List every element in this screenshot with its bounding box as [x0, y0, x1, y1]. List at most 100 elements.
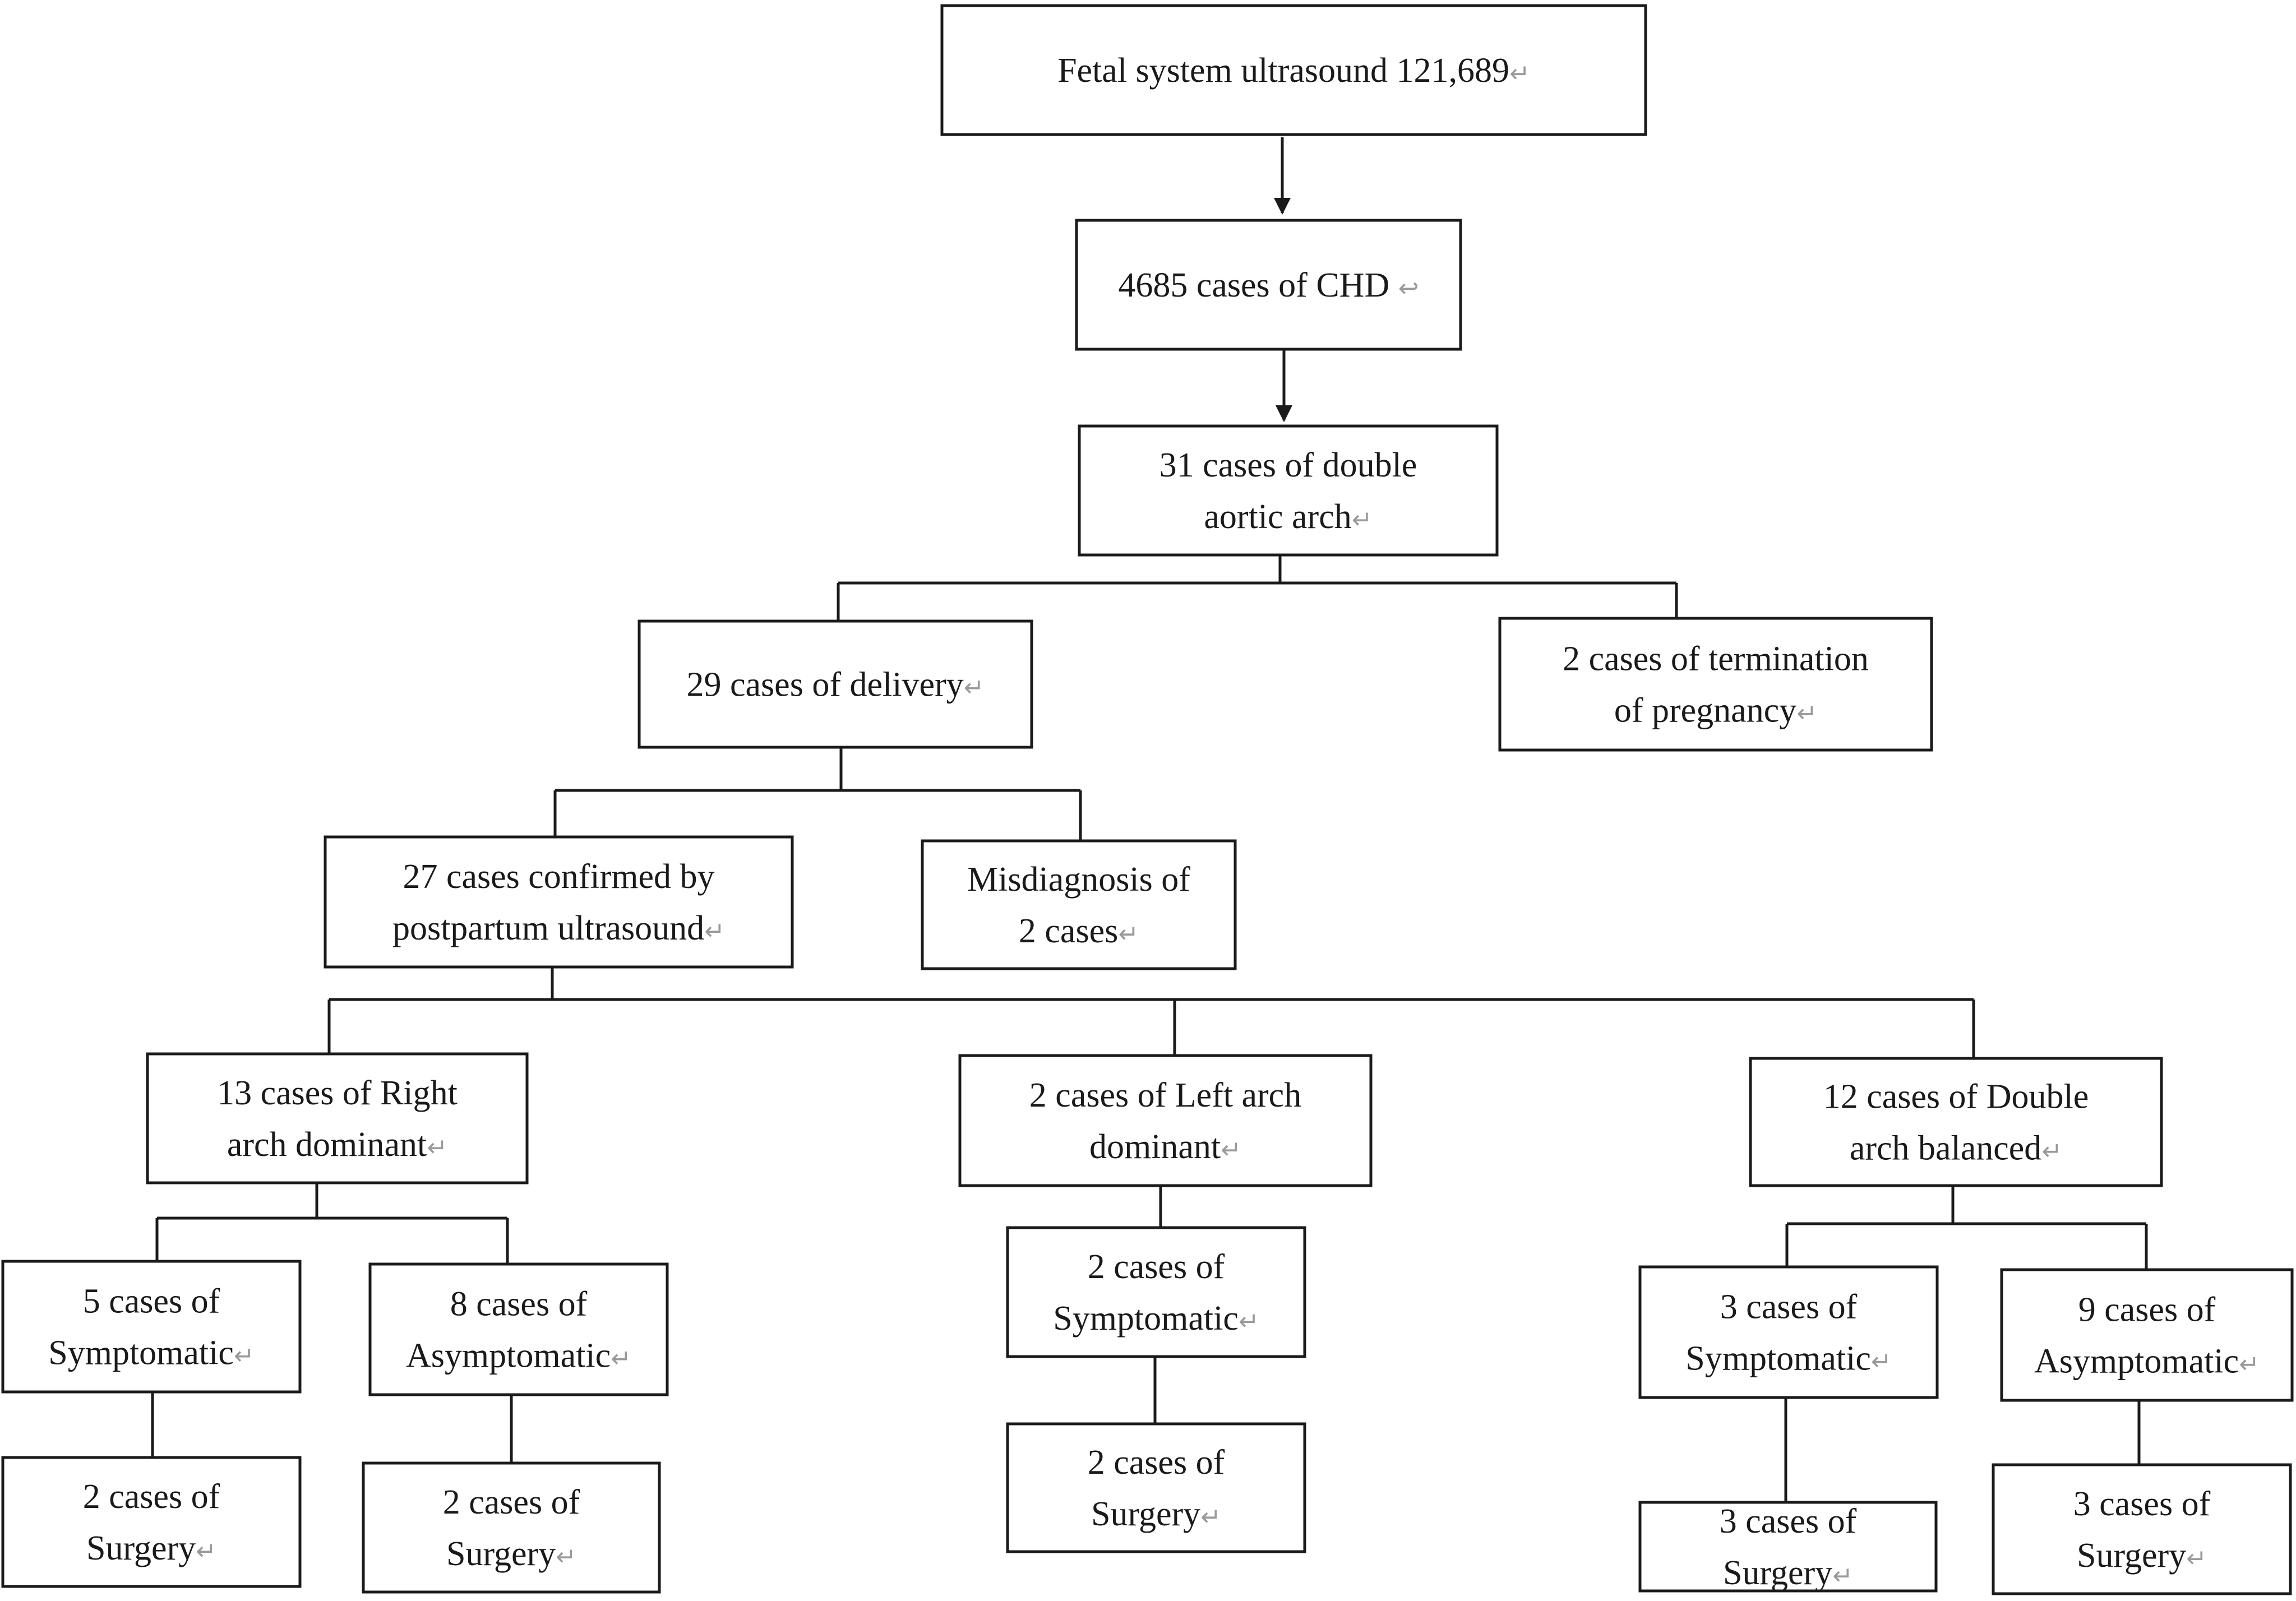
- paragraph-mark-icon: ↵: [2239, 1350, 2260, 1379]
- node-label-line: 3 cases of: [1720, 1502, 1857, 1540]
- node-label-line: Symptomatic↵: [48, 1334, 255, 1372]
- node-label-line: Asymptomatic↵: [406, 1337, 631, 1375]
- node-label-line: postpartum ultrasound↵: [392, 909, 725, 947]
- node-label-line: 2 cases of: [83, 1478, 220, 1516]
- node-box: [2000, 1268, 2294, 1402]
- node-box: [1078, 424, 1499, 557]
- node-box: [637, 619, 1033, 749]
- node-label-line: Misdiagnosis of: [967, 860, 1190, 899]
- paragraph-mark-icon: ↵: [1239, 1307, 1259, 1336]
- node-label-line: 31 cases of double: [1159, 446, 1417, 484]
- node-label-line: Symptomatic↵: [1053, 1299, 1259, 1338]
- paragraph-mark-icon: ↵: [234, 1342, 255, 1371]
- node-box: [1992, 1463, 2292, 1595]
- node-la-symptomatic: 2 cases of Symptomatic↵: [1006, 1226, 1306, 1358]
- connector-delivery-split: [553, 747, 1082, 841]
- node-label-line: 27 cases confirmed by: [403, 858, 714, 896]
- node-label-line: 13 cases of Right: [217, 1074, 458, 1112]
- node-double-balanced: 12 cases of Double arch balanced↵: [1749, 1057, 2163, 1187]
- node-label-line: 2 cases of Left arch: [1029, 1076, 1301, 1114]
- node-confirmed: 27 cases confirmed by postpartum ultrasou…: [324, 835, 794, 969]
- node-label-line: 2 cases↵: [1019, 912, 1139, 950]
- node-ra-asymptomatic: 8 cases of Asymptomatic↵: [368, 1262, 669, 1396]
- node-label-line: Surgery↵: [1723, 1554, 1853, 1592]
- node-label-line: of pregnancy↵: [1614, 692, 1817, 730]
- connector-daa-split: [837, 555, 1678, 621]
- paragraph-mark-icon: ↵: [1796, 700, 1817, 728]
- node-label-line: 29 cases of delivery↵: [687, 666, 985, 704]
- node-box: [1638, 1265, 1939, 1399]
- node-label-line: Asymptomatic↵: [2034, 1343, 2260, 1381]
- node-label-line: 2 cases of: [1088, 1443, 1225, 1482]
- connector-confirmed-split: [327, 967, 1975, 1058]
- paragraph-mark-icon: ↵: [2186, 1544, 2207, 1573]
- node-db-sym-surgery: 3 cases of Surgery↵: [1638, 1501, 1938, 1593]
- node-ra-asym-surgery: 2 cases of Surgery↵: [362, 1461, 661, 1594]
- paragraph-mark-icon: ↩: [1398, 274, 1419, 303]
- node-label-line: 3 cases of: [2073, 1485, 2211, 1523]
- node-misdiagnosis: Misdiagnosis of 2 cases↵: [921, 839, 1237, 970]
- node-label-line: 2 cases of: [1088, 1248, 1225, 1286]
- node-box: [921, 839, 1237, 970]
- node-label-line: Surgery↵: [1091, 1495, 1221, 1533]
- node-label-line: arch balanced↵: [1850, 1130, 2062, 1168]
- node-box: [1, 1456, 302, 1588]
- node-label-line: arch dominant↵: [227, 1126, 447, 1164]
- paragraph-mark-icon: ↵: [964, 674, 985, 702]
- paragraph-mark-icon: ↵: [1871, 1348, 1892, 1376]
- connector-double-balanced-split: [1785, 1186, 2148, 1270]
- node-box: [1638, 1501, 1938, 1593]
- node-label-line: aortic arch↵: [1204, 498, 1372, 536]
- node-label-line: Fetal system ultrasound 121,689↵: [1057, 52, 1530, 90]
- node-box: [324, 835, 794, 969]
- node-box: [940, 4, 1647, 136]
- node-db-asym-surgery: 3 cases of Surgery↵: [1992, 1463, 2292, 1595]
- node-right-arch: 13 cases of Right arch dominant↵: [146, 1052, 529, 1184]
- paragraph-mark-icon: ↵: [611, 1345, 631, 1373]
- node-root: Fetal system ultrasound 121,689↵: [940, 4, 1647, 136]
- node-label-line: 2 cases of termination: [1563, 640, 1869, 678]
- paragraph-mark-icon: ↵: [1509, 59, 1530, 88]
- paragraph-mark-icon: ↵: [704, 917, 725, 946]
- node-label-line: 4685 cases of CHD ↩: [1118, 266, 1419, 304]
- node-box: [368, 1262, 669, 1396]
- paragraph-mark-icon: ↵: [1118, 920, 1139, 948]
- node-daa: 31 cases of double aortic arch↵: [1078, 424, 1499, 557]
- node-label-line: Symptomatic↵: [1685, 1340, 1892, 1378]
- node-label-line: 8 cases of: [450, 1285, 588, 1324]
- paragraph-mark-icon: ↵: [1200, 1503, 1221, 1531]
- node-box: [146, 1052, 529, 1184]
- node-box: [958, 1054, 1373, 1187]
- node-box: [1006, 1226, 1306, 1358]
- node-label-line: 5 cases of: [83, 1283, 220, 1321]
- node-label-line: 9 cases of: [2078, 1291, 2216, 1329]
- connector-right-arch-split: [155, 1183, 509, 1264]
- paragraph-mark-icon: ↵: [1352, 506, 1373, 534]
- node-label-line: dominant↵: [1089, 1128, 1241, 1166]
- node-label-line: 3 cases of: [1720, 1288, 1858, 1326]
- node-label-line: Surgery↵: [2077, 1537, 2207, 1575]
- node-la-sym-surgery: 2 cases of Surgery↵: [1006, 1422, 1306, 1553]
- node-box: [1749, 1057, 2163, 1187]
- paragraph-mark-icon: ↵: [196, 1537, 216, 1566]
- node-label-line: 2 cases of: [443, 1483, 580, 1521]
- node-label-line: 12 cases of Double: [1823, 1078, 2089, 1116]
- node-left-arch: 2 cases of Left arch dominant↵: [958, 1054, 1373, 1187]
- paragraph-mark-icon: ↵: [427, 1133, 447, 1162]
- node-box: [1, 1260, 302, 1394]
- node-ra-symptomatic: 5 cases of Symptomatic↵: [1, 1260, 302, 1394]
- node-db-symptomatic: 3 cases of Symptomatic↵: [1638, 1265, 1939, 1399]
- node-box: [362, 1461, 661, 1594]
- paragraph-mark-icon: ↵: [1221, 1136, 1241, 1164]
- node-box: [1075, 219, 1462, 351]
- node-label-line: Surgery↵: [446, 1535, 576, 1573]
- node-termination: 2 cases of termination of pregnancy↵: [1498, 617, 1933, 752]
- paragraph-mark-icon: ↵: [1832, 1562, 1853, 1590]
- node-box: [1498, 617, 1933, 752]
- node-box: [1006, 1422, 1306, 1553]
- paragraph-mark-icon: ↵: [2041, 1137, 2062, 1166]
- node-delivery: 29 cases of delivery↵: [637, 619, 1033, 749]
- connector-lines: [151, 137, 2148, 1502]
